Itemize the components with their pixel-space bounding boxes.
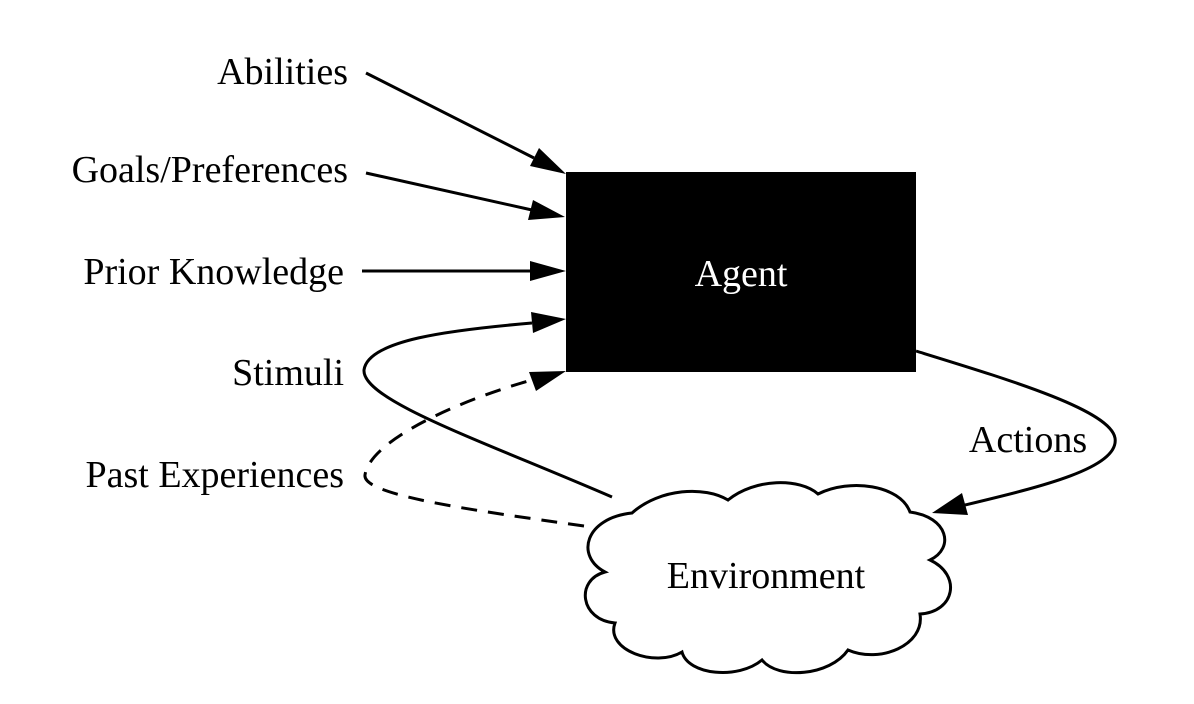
actions-label: Actions <box>969 419 1087 461</box>
past-experiences-arrow <box>363 371 585 528</box>
environment-label: Environment <box>667 555 866 597</box>
agent-label: Agent <box>695 253 788 295</box>
goals-preferences-arrow <box>365 171 565 220</box>
stimuli-label: Stimuli <box>232 352 344 394</box>
stimuli-arrow <box>362 312 613 499</box>
agent-box: Agent <box>566 172 916 372</box>
prior-knowledge-arrow <box>362 261 566 281</box>
abilities-label: Abilities <box>217 51 348 93</box>
past-experiences-label: Past Experiences <box>85 454 344 496</box>
environment-cloud: Environment <box>583 481 952 675</box>
goals-preferences-label: Goals/Preferences <box>72 149 348 191</box>
actions-arrow <box>915 349 1117 515</box>
prior-knowledge-label: Prior Knowledge <box>83 251 344 293</box>
abilities-arrow <box>365 71 566 174</box>
